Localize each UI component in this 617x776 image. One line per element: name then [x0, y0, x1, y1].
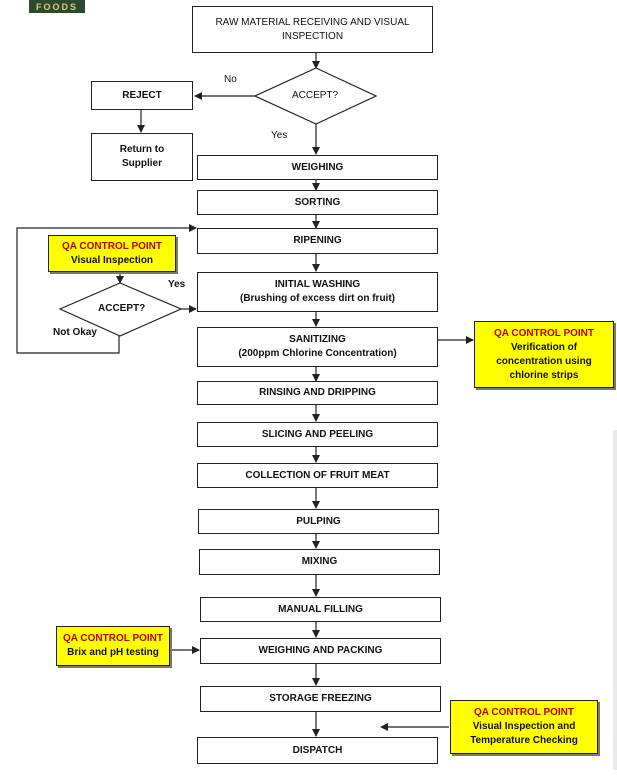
step-raw-material-line1: RAW MATERIAL RECEIVING AND VISUAL	[215, 16, 410, 28]
step-pulping: PULPING	[198, 509, 439, 534]
step-mixing-label: MIXING	[301, 556, 338, 567]
step-initial-washing: INITIAL WASHING (Brushing of excess dirt…	[197, 272, 438, 312]
step-weighing: WEIGHING	[197, 155, 438, 180]
loop-not-okay-to-ripening	[16, 224, 197, 354]
qa-chlorine-line2: concentration using	[496, 355, 592, 367]
qa-brix-title: QA CONTROL POINT	[63, 633, 163, 644]
qa-brix-desc: Brix and pH testing	[67, 647, 159, 658]
step-slicing: SLICING AND PEELING	[197, 422, 438, 447]
step-manual-filling: MANUAL FILLING	[200, 597, 441, 622]
step-sanitizing: SANITIZING (200ppm Chlorine Concentratio…	[197, 327, 438, 367]
qa-chlorine-title: QA CONTROL POINT	[494, 327, 594, 339]
qa-temp-line2: Temperature Checking	[470, 735, 578, 746]
step-washing-line2: (Brushing of excess dirt on fruit)	[239, 293, 395, 304]
step-ripening-label: RIPENING	[293, 235, 342, 246]
step-sanitizing-line1: SANITIZING	[289, 334, 346, 345]
step-rinsing: RINSING AND DRIPPING	[197, 381, 438, 405]
qa-brix-ph: QA CONTROL POINT Brix and pH testing	[56, 626, 170, 666]
qa-chlorine-line3: chlorine strips	[509, 369, 579, 381]
label-yes-2: Yes	[168, 279, 186, 290]
qa-temp-title: QA CONTROL POINT	[474, 707, 574, 718]
step-weighing-packing: WEIGHING AND PACKING	[200, 638, 441, 664]
step-reject-label: REJECT	[122, 89, 162, 101]
step-weighing-label: WEIGHING	[291, 161, 344, 173]
step-washing-line1: INITIAL WASHING	[274, 279, 361, 290]
step-return-line2: Supplier	[121, 158, 162, 169]
step-dispatch: DISPATCH	[197, 737, 438, 764]
qa-visual-inspection: QA CONTROL POINT Visual Inspection	[48, 235, 176, 272]
decision-accept-1-label: ACCEPT?	[292, 90, 339, 101]
step-storage-label: STORAGE FREEZING	[269, 693, 372, 704]
qa-visual-desc: Visual Inspection	[70, 254, 154, 266]
step-ripening: RIPENING	[197, 228, 438, 254]
decision-accept-2-shape	[58, 282, 183, 337]
label-not-okay: Not Okay	[53, 327, 97, 338]
qa-chlorine-verification: QA CONTROL POINT Verification of concent…	[474, 321, 614, 388]
step-collection-label: COLLECTION OF FRUIT MEAT	[245, 469, 390, 481]
page-edge-shadow	[613, 430, 617, 770]
qa-visual-title: QA CONTROL POINT	[62, 240, 162, 252]
step-raw-material-line2: INSPECTION	[281, 30, 344, 42]
step-mixing: MIXING	[199, 549, 440, 575]
step-sanitizing-line2: (200ppm Chlorine Concentration)	[238, 348, 397, 359]
step-raw-material: RAW MATERIAL RECEIVING AND VISUAL INSPEC…	[192, 6, 433, 53]
step-sorting-label: SORTING	[294, 196, 341, 208]
step-reject: REJECT	[91, 81, 193, 110]
decision-accept-2-label: ACCEPT?	[98, 303, 146, 314]
qa-temperature-checking: QA CONTROL POINT Visual Inspection and T…	[450, 700, 598, 754]
step-filling-label: MANUAL FILLING	[278, 603, 363, 615]
step-slicing-label: SLICING AND PEELING	[261, 428, 374, 440]
step-pulping-label: PULPING	[296, 515, 341, 527]
step-sorting: SORTING	[197, 190, 438, 215]
label-no: No	[224, 74, 237, 85]
step-storage-freezing: STORAGE FREEZING	[200, 686, 441, 712]
step-return-line1: Return to	[119, 144, 165, 155]
qa-chlorine-line1: Verification of	[510, 341, 578, 353]
step-packing-label: WEIGHING AND PACKING	[258, 645, 383, 656]
decision-accept-1-shape	[253, 67, 378, 125]
qa-temp-line1: Visual Inspection and	[472, 721, 576, 732]
step-dispatch-label: DISPATCH	[292, 744, 343, 756]
company-logo: FOODS	[29, 0, 85, 13]
step-collection: COLLECTION OF FRUIT MEAT	[197, 463, 438, 488]
step-return-supplier: Return to Supplier	[91, 133, 193, 181]
step-rinsing-label: RINSING AND DRIPPING	[259, 387, 376, 398]
label-yes-1: Yes	[271, 130, 288, 141]
